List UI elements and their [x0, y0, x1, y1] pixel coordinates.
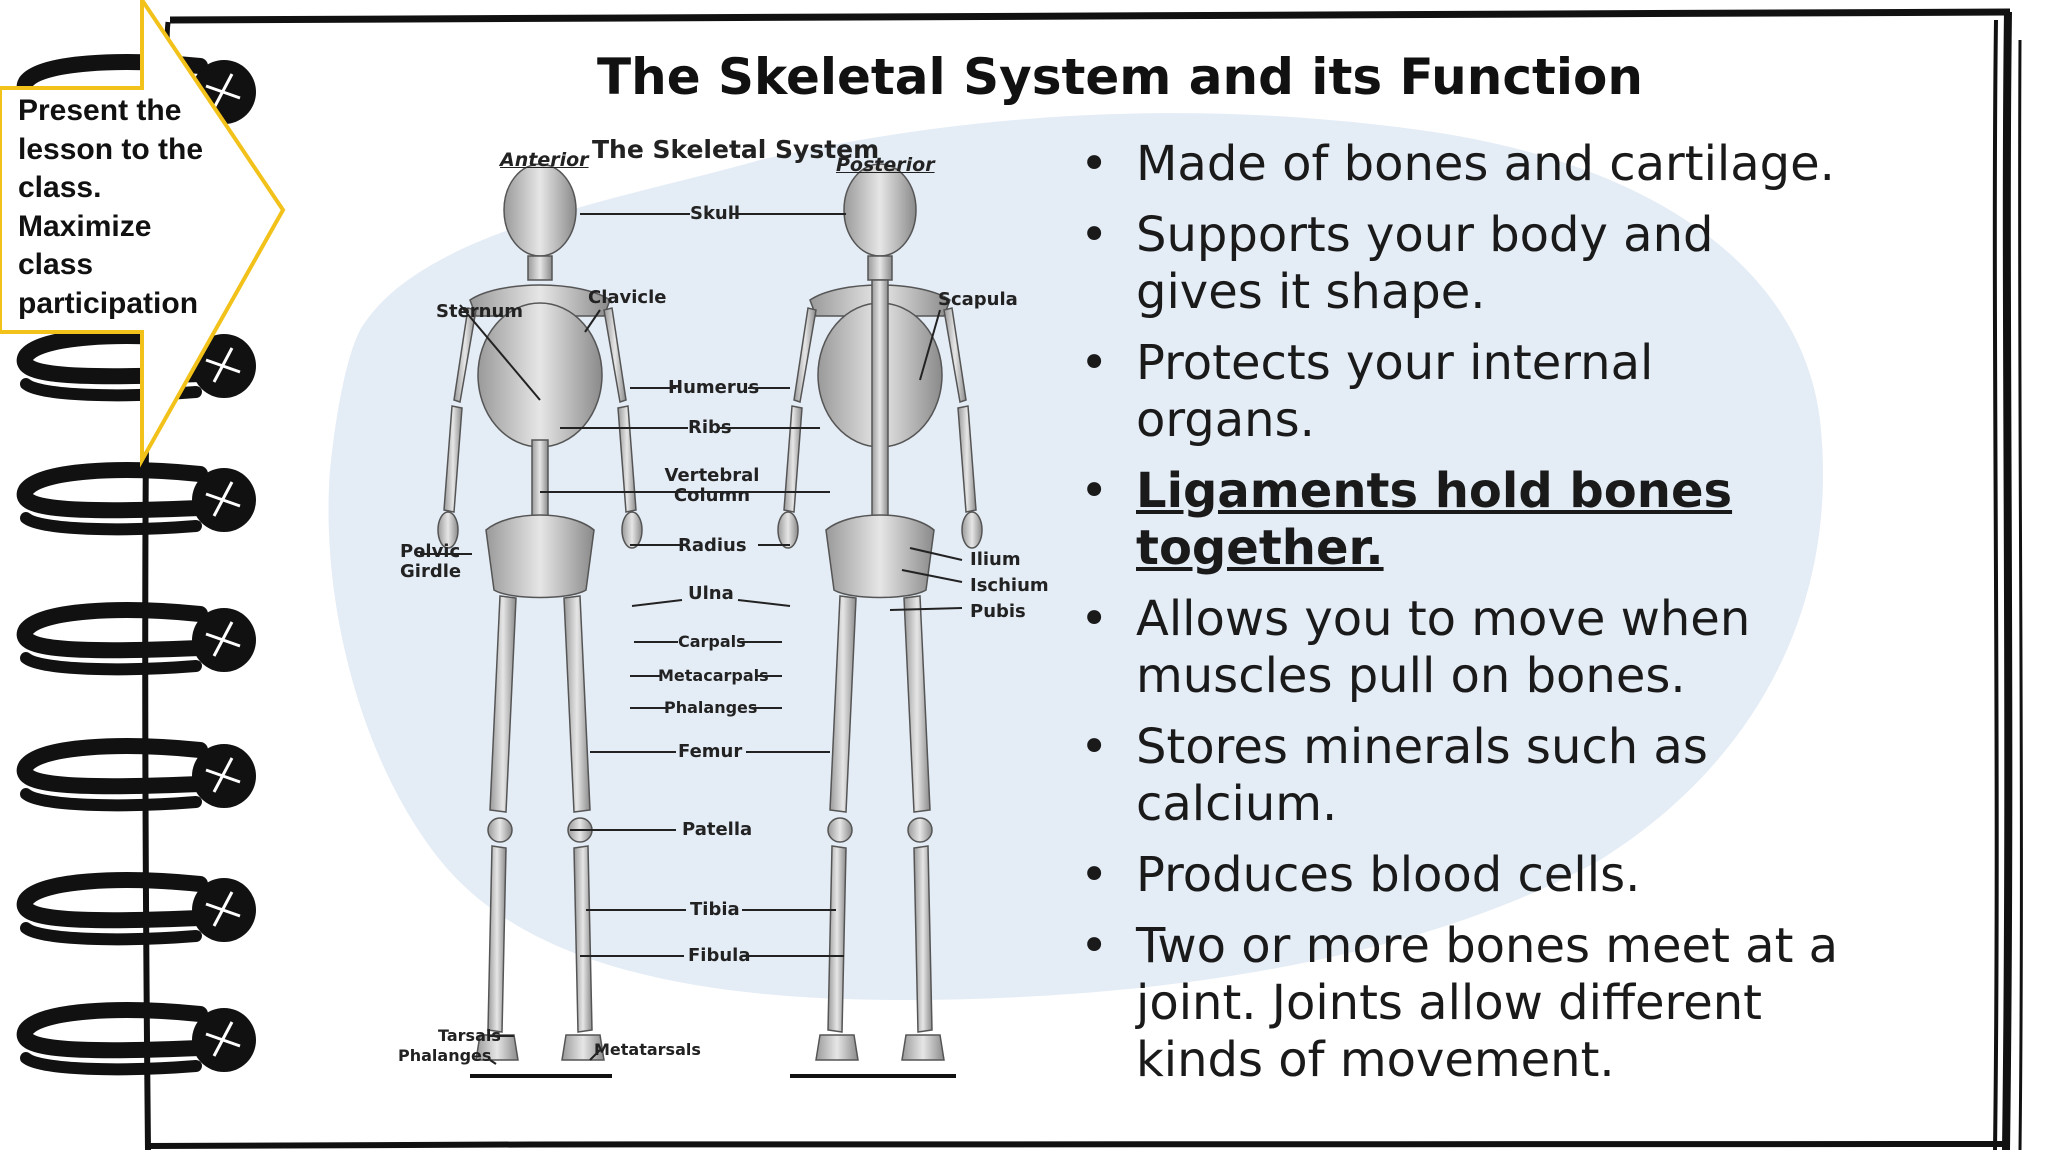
function-list-item: Supports your body and gives it shape.: [1080, 207, 1840, 321]
function-list-item: Protects your internal organs.: [1080, 335, 1840, 449]
posterior-label: Posterior: [836, 154, 935, 176]
function-list-item: Stores minerals such as calcium.: [1080, 719, 1840, 833]
function-list-item-text: Protects your internal organs.: [1136, 335, 1654, 448]
label-scapula: Scapula: [938, 289, 1018, 310]
label-sternum: Sternum: [436, 301, 524, 322]
slide-title: The Skeletal System and its Function: [597, 48, 1643, 106]
skeleton-diagram: The Skeletal System Anterior Posterior S…: [390, 130, 1070, 1090]
function-list-item-text: Stores minerals such as calcium.: [1136, 719, 1708, 832]
label-phalanges-hand: Phalanges: [664, 698, 758, 717]
label-ischium: Ischium: [970, 575, 1049, 596]
anterior-label: Anterior: [500, 149, 589, 171]
function-list-item: Two or more bones meet at a joint. Joint…: [1080, 918, 1840, 1089]
spiral-ring: [16, 872, 256, 946]
function-list-item-text: Produces blood cells.: [1136, 847, 1641, 903]
frame-right-3: [2018, 39, 2023, 1151]
skeleton-figures: [420, 163, 983, 1078]
function-list-item-text: Made of bones and cartilage.: [1136, 136, 1835, 192]
frame-right-2: [1992, 19, 1999, 1151]
label-ilium: Ilium: [970, 549, 1021, 570]
label-skull: Skull: [690, 203, 741, 224]
label-radius: Radius: [678, 535, 747, 556]
pointer-lines: [420, 213, 963, 1065]
function-list-item-text: Allows you to move when muscles pull on …: [1136, 591, 1751, 704]
label-patella: Patella: [682, 819, 753, 840]
diagram-heading: The Skeletal System: [592, 135, 880, 164]
spiral-ring: [16, 602, 256, 676]
function-list-item-text: Two or more bones meet at a joint. Joint…: [1136, 918, 1839, 1088]
label-ribs: Ribs: [688, 417, 732, 438]
label-ulna: Ulna: [688, 583, 734, 604]
label-tibia: Tibia: [690, 899, 740, 920]
callout-arrow: [0, 0, 286, 468]
spiral-ring: [16, 1002, 256, 1076]
function-list-item: Allows you to move when muscles pull on …: [1080, 591, 1840, 705]
spiral-ring: [16, 738, 256, 812]
label-pubis: Pubis: [970, 601, 1026, 622]
label-metacarpals: Metacarpals: [658, 666, 769, 685]
label-fibula: Fibula: [688, 945, 751, 966]
label-humerus: Humerus: [668, 377, 760, 398]
label-clavicle: Clavicle: [588, 287, 667, 308]
frame-bottom: [145, 1141, 2011, 1149]
label-pelvic-girdle: Pelvic Girdle: [400, 541, 462, 582]
callout-text: Present the lesson to the class. Maximiz…: [18, 94, 204, 320]
frame-right: [2002, 11, 2013, 1151]
posterior-skeleton: [777, 163, 983, 1061]
function-list-item: Made of bones and cartilage.: [1080, 136, 1840, 193]
label-metatarsals: Metatarsals: [594, 1040, 701, 1059]
label-tarsals: Tarsals: [438, 1026, 501, 1045]
label-femur: Femur: [678, 741, 743, 762]
frame-left: [142, 439, 151, 1151]
label-phalanges-foot: Phalanges: [398, 1046, 492, 1065]
label-vertebral-column: Vertebral Column: [664, 465, 760, 506]
function-list-item-text: Supports your body and gives it shape.: [1136, 207, 1714, 320]
frame-top: [169, 8, 2011, 24]
spiral-ring: [16, 462, 256, 536]
anterior-skeleton: [437, 163, 643, 1061]
function-list: Made of bones and cartilage. Supports you…: [1080, 136, 1840, 1089]
label-carpals: Carpals: [678, 632, 746, 651]
function-list-item: Ligaments hold bones together.: [1080, 463, 1840, 577]
function-list-item: Produces blood cells.: [1080, 847, 1840, 904]
function-list-item-text: Ligaments hold bones together.: [1136, 463, 1733, 576]
